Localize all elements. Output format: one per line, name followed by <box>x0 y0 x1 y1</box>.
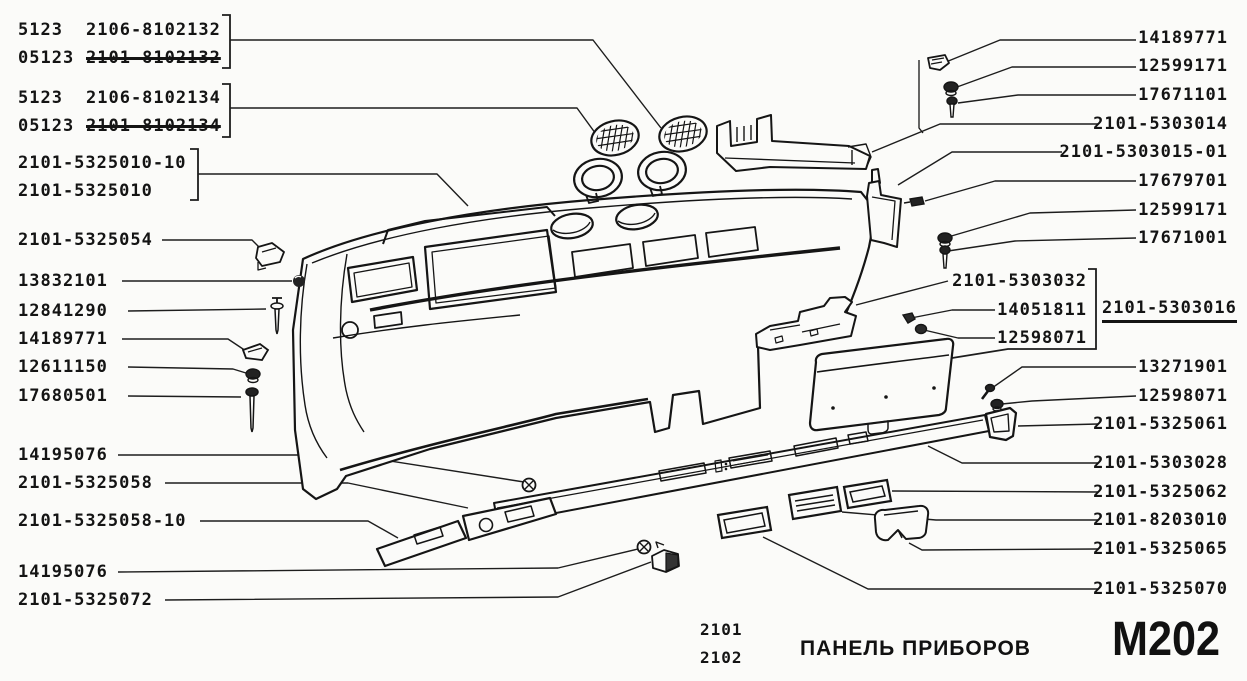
part-vent-ring-right <box>637 150 687 198</box>
part-number-label: 14189771 <box>1138 28 1228 48</box>
catalog-prefix: 05123 <box>18 48 75 68</box>
part-trim-strip-5325058 <box>461 496 558 542</box>
part-nut-12599171-a <box>943 81 959 97</box>
catalog-prefix: 5123 <box>18 20 63 40</box>
part-bezel-5325070 <box>716 505 773 540</box>
part-number-label: 17679701 <box>1138 171 1228 191</box>
sheet-title: ПАНЕЛЬ ПРИБОРОВ <box>800 637 1031 660</box>
part-nut-12599171-b <box>937 232 953 248</box>
console-openings <box>341 226 759 339</box>
part-number-label: 2101-5303015-01 <box>1059 142 1228 162</box>
left-vent-opening <box>346 255 419 304</box>
model-number: 2101 <box>700 620 743 639</box>
part-vent-grille-right <box>658 115 708 153</box>
part-nut-12611150 <box>245 368 261 384</box>
part-number-label: 2101-5325062 <box>1093 482 1228 502</box>
part-number-label: 12599171 <box>1138 200 1228 220</box>
part-number-label: 13832101 <box>18 271 108 291</box>
part-bracket-5325054 <box>255 242 285 271</box>
part-number-label: 13271901 <box>1138 357 1228 377</box>
part-number-label: 17680501 <box>18 386 108 406</box>
part-number-label: 2101-5303032 <box>952 271 1087 291</box>
part-number-label: 2101-5325010-10 <box>18 153 187 173</box>
part-number-label: 2101-8203010 <box>1093 510 1228 530</box>
part-number-label: 2101-5325058-10 <box>18 511 187 531</box>
part-nut-12598071-b <box>990 398 1004 412</box>
part-number-label: 14195076 <box>18 562 108 582</box>
part-bezel-5325062 <box>842 478 893 510</box>
part-vent-ring-left <box>573 157 623 205</box>
instrument-cluster-opening <box>382 206 558 311</box>
part-number-label: 2101-5325070 <box>1093 579 1228 599</box>
part-main-panel <box>291 188 878 501</box>
sheet-code: M202 <box>1112 613 1221 666</box>
part-number-label: 2101-5325072 <box>18 590 153 610</box>
part-number-label: 12599171 <box>1138 56 1228 76</box>
part-number-label: 12598071 <box>997 328 1087 348</box>
part-screw-14195076-a <box>521 477 537 493</box>
catalog-prefix: 5123 <box>18 88 63 108</box>
part-clip-14189771-left <box>241 342 270 361</box>
part-screw-17680501 <box>245 387 259 433</box>
part-number-label: 14189771 <box>18 329 108 349</box>
part-screw-13271901 <box>980 383 996 400</box>
model-number: 2102 <box>700 648 743 667</box>
part-glovebox-hinge <box>755 296 857 351</box>
leader-lines <box>117 39 1137 601</box>
part-number-label: 17671001 <box>1138 228 1228 248</box>
part-ashtray-5325065 <box>873 504 930 542</box>
part-hinge-clip <box>901 312 928 335</box>
part-number-label: 2101-5303028 <box>1093 453 1228 473</box>
part-screw-17671001 <box>939 245 951 269</box>
part-clip-13832101 <box>293 275 305 287</box>
part-screw-17679701 <box>903 196 925 207</box>
label-group-brackets <box>190 14 1097 359</box>
part-trim-strip-5325058-10 <box>375 519 468 568</box>
part-number-label: 12611150 <box>18 357 108 377</box>
part-screw-17671101 <box>946 96 958 118</box>
part-number-label: 14195076 <box>18 445 108 465</box>
assembly-number-label: 2101-5303016 <box>1102 300 1237 323</box>
part-number-label: 2101-5325061 <box>1093 414 1228 434</box>
part-number-label: 12598071 <box>1138 386 1228 406</box>
part-number-label: 2101-5325054 <box>18 230 153 250</box>
part-side-bracket <box>866 168 902 248</box>
vent-holes <box>550 203 659 240</box>
part-number-label: 14051811 <box>997 300 1087 320</box>
catalog-prefix: 05123 <box>18 116 75 136</box>
part-clip-5325072 <box>651 541 680 573</box>
part-number-label: 2101-5303014 <box>1093 114 1228 134</box>
part-clip-14189771-right <box>918 54 950 134</box>
part-number-label: 12841290 <box>18 301 108 321</box>
part-speaker-grille-8203010 <box>787 485 843 521</box>
part-screw-12841290 <box>270 297 284 335</box>
part-screw-14195076-b <box>636 539 652 555</box>
part-number-label: 2101-5325058 <box>18 473 153 493</box>
part-strip-end-cap <box>984 406 1018 442</box>
part-number-label: 17671101 <box>1138 85 1228 105</box>
part-tray-bracket <box>716 114 872 172</box>
part-number-label: 2101-5325010 <box>18 181 153 201</box>
part-number-label: 2101-5325065 <box>1093 539 1228 559</box>
part-glovebox-door <box>808 337 955 435</box>
part-vent-grille-left <box>590 119 640 157</box>
